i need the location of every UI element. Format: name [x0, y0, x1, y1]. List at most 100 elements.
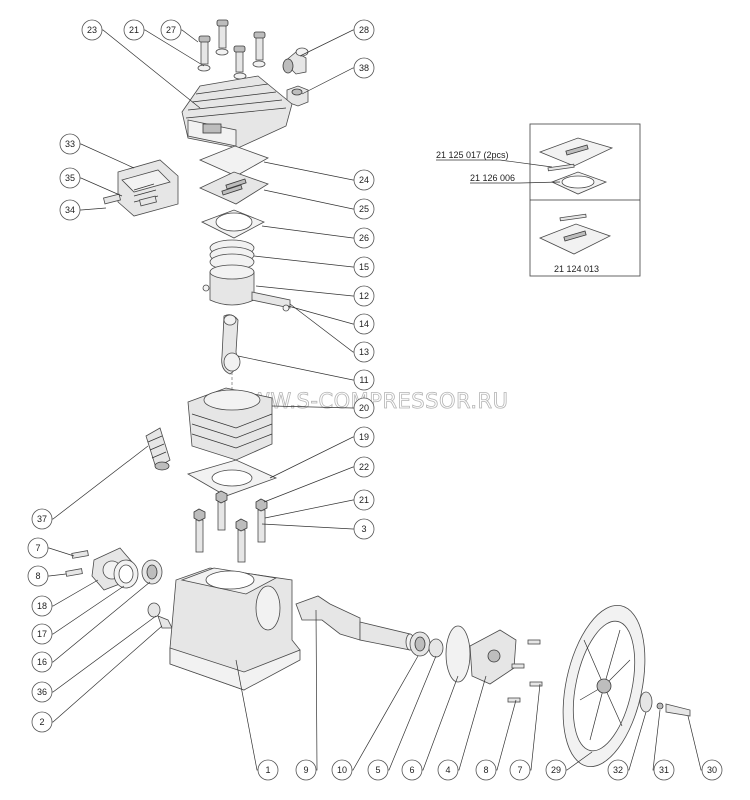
callout-bubble — [437, 759, 459, 781]
callout-bubble — [353, 198, 375, 220]
callout-leader-line — [52, 445, 149, 520]
callout-21: 21 — [123, 19, 205, 67]
callout-number: 33 — [65, 139, 75, 149]
callout-number: 9 — [303, 765, 308, 775]
callout-number: 31 — [659, 765, 669, 775]
callout-leader-line — [301, 67, 354, 95]
callout-6: 6 — [401, 675, 459, 781]
callout-bubble — [295, 759, 317, 781]
base-gasket — [186, 459, 278, 497]
callout-number: 7 — [517, 765, 522, 775]
callout-leader-line — [289, 303, 354, 353]
callout-leader-line — [388, 655, 437, 771]
callout-8: 8 — [27, 565, 67, 587]
callout-7: 7 — [509, 683, 541, 781]
callout-leader-line — [261, 523, 354, 530]
callout-18: 18 — [31, 579, 99, 617]
callout-9: 9 — [295, 609, 318, 781]
parts-drawings — [65, 19, 691, 767]
callout-number: 37 — [37, 514, 47, 524]
valve-plates-stack — [198, 145, 269, 239]
callout-bubble — [353, 57, 375, 79]
callout-bubble — [353, 426, 375, 448]
callout-3: 3 — [261, 518, 375, 540]
callout-leader-line — [264, 499, 354, 519]
flywheel-fasteners — [639, 691, 691, 717]
callout-leader-line — [263, 189, 354, 210]
intake-cover — [103, 159, 179, 217]
callout-leader-line — [48, 573, 67, 577]
callout-leader-line — [253, 255, 354, 268]
callout-number: 14 — [359, 319, 369, 329]
crankshaft — [295, 595, 415, 651]
callout-number: 24 — [359, 175, 369, 185]
callout-number: 36 — [37, 687, 47, 697]
callout-bubble — [353, 285, 375, 307]
callout-21: 21 — [264, 489, 375, 519]
callout-25: 25 — [263, 189, 375, 220]
callout-28: 28 — [299, 19, 375, 57]
callout-12: 12 — [255, 285, 375, 307]
callout-bubble — [331, 759, 353, 781]
callout-31: 31 — [652, 709, 675, 781]
callout-11: 11 — [237, 355, 375, 391]
callout-7: 7 — [27, 537, 75, 559]
callout-bubble — [353, 169, 375, 191]
callout-30: 30 — [687, 715, 723, 781]
callout-bubble — [27, 565, 49, 587]
callout-37: 37 — [31, 445, 149, 530]
callout-bubble — [257, 759, 279, 781]
callout-bubble — [81, 19, 103, 41]
callout-number: 2 — [39, 717, 44, 727]
callout-leader-line — [52, 615, 157, 693]
callout-17: 17 — [31, 585, 125, 645]
callout-bubble — [607, 759, 629, 781]
callout-19: 19 — [269, 426, 375, 479]
callout-38: 38 — [301, 57, 375, 95]
callout-number: 16 — [37, 657, 47, 667]
callout-bubble — [367, 759, 389, 781]
callout-bubble — [31, 651, 53, 673]
cylinder-barrel — [187, 387, 273, 461]
callout-bubble — [353, 489, 375, 511]
callout-leader-line — [263, 466, 354, 503]
callout-number: 4 — [445, 765, 450, 775]
callout-number: 11 — [359, 375, 368, 385]
callout-bubble — [353, 19, 375, 41]
callout-26: 26 — [261, 225, 375, 249]
callout-leader-line — [299, 29, 354, 57]
callout-15: 15 — [253, 255, 375, 278]
kit-code-plate: 21 124 013 — [554, 264, 599, 274]
callout-leader-line — [52, 585, 125, 635]
callout-number: 15 — [359, 262, 369, 272]
crankcase — [169, 567, 301, 691]
callout-13: 13 — [289, 303, 375, 363]
callout-5: 5 — [367, 655, 437, 781]
callout-bubble — [31, 623, 53, 645]
callout-29: 29 — [545, 751, 593, 781]
cylinder-studs — [193, 490, 268, 563]
valve-kit-inset: 21 125 017 (2pcs) 21 126 006 21 124 013 — [436, 123, 641, 277]
callout-bubble — [31, 595, 53, 617]
callout-bubble — [123, 19, 145, 41]
callout-35: 35 — [59, 167, 123, 197]
callout-22: 22 — [263, 456, 375, 503]
callout-32: 32 — [607, 711, 647, 781]
callout-number: 20 — [359, 403, 369, 413]
callout-leader-line — [263, 161, 354, 181]
callout-34: 34 — [59, 199, 107, 221]
callout-number: 18 — [37, 601, 47, 611]
callout-27: 27 — [160, 19, 199, 43]
callout-number: 23 — [87, 25, 97, 35]
filter-element — [145, 427, 171, 471]
callout-number: 5 — [375, 765, 380, 775]
callout-leader-line — [255, 285, 354, 297]
callout-number: 30 — [707, 765, 717, 775]
connecting-rod — [221, 314, 241, 400]
callout-leader-line — [315, 609, 318, 771]
callout-number: 19 — [359, 432, 369, 442]
callout-8: 8 — [475, 699, 517, 781]
callout-number: 13 — [359, 347, 369, 357]
callout-10: 10 — [331, 655, 419, 781]
callout-number: 6 — [409, 765, 414, 775]
